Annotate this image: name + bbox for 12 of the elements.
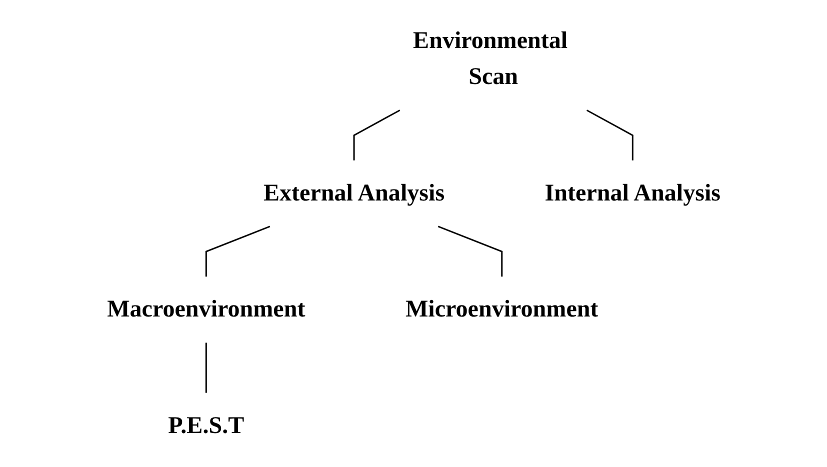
node-text: Environmental Scan [412,28,568,90]
node-text: External Analysis [263,180,444,206]
node-text: Microenvironment [405,296,598,323]
hierarchy-diagram: Environmental Scan External Analysis Internal Analysis Macroenvironment Microenvironment P.E.S.T [68,0,758,467]
node-text: Internal Analysis [544,180,720,206]
node-text: P.E.S.T [168,412,244,439]
node-text: Macroenvironment [106,296,305,323]
connector [352,110,400,160]
connector [205,226,270,277]
connector [586,110,634,160]
connector [205,342,207,393]
connector [438,226,502,277]
